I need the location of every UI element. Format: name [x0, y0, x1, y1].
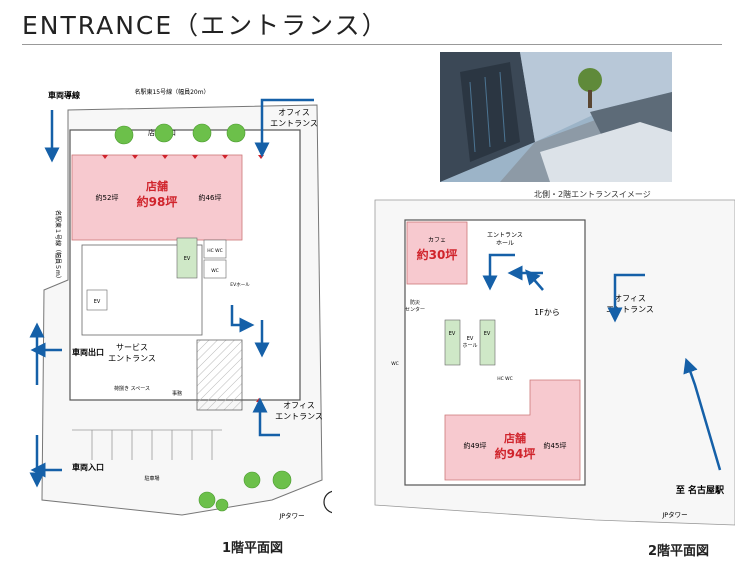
office-entrance-top-line2: エントランス — [270, 119, 318, 128]
tree-icon — [243, 471, 261, 489]
office-entrance-top-line1: オフィス — [278, 108, 310, 117]
floor2-security-line2: センター — [405, 306, 425, 313]
floor1-area-right: 約46坪 — [199, 193, 222, 202]
arrow-icon — [482, 253, 515, 291]
vehicle-exit-label: 車両出口 — [72, 347, 104, 357]
floor2-ev-left — [444, 319, 461, 366]
tree-icon — [226, 123, 246, 143]
floor1-store-area: 約98坪 — [137, 194, 178, 209]
floor2-caption: 2階平面図 — [648, 544, 710, 559]
entrance-rendering-image — [440, 52, 672, 182]
floor2-store-label: 店舗 — [504, 431, 526, 445]
tree-icon — [198, 491, 216, 509]
vehicle-entry-label: 車両入口 — [72, 462, 104, 472]
floor2-ev-label-2: EV — [484, 331, 491, 337]
floor2-hall-line1: エントランス — [487, 232, 523, 239]
floor2-evhall-line2: ホール — [462, 343, 477, 349]
floor1-store — [71, 154, 243, 241]
floor1-ramp — [196, 339, 243, 411]
floor2-evhall-line1: EV — [467, 336, 474, 342]
floor1-flow-arrows — [29, 98, 314, 488]
floor2-office-line2: エントランス — [606, 305, 654, 314]
office-entrance-bottom-line2: エントランス — [275, 412, 323, 421]
floor2-jptower: JPタワー — [661, 510, 687, 519]
floor1-ev-label-2: EV — [94, 299, 101, 305]
from-1f-label: 1Fから — [534, 308, 560, 317]
tree-row — [114, 123, 246, 145]
arrow-icon — [683, 357, 722, 471]
floor2-hall-line2: ホール — [496, 240, 514, 247]
tree-icon — [114, 125, 134, 145]
bottom-trees — [198, 470, 292, 512]
floor1-hcwc-label: HC WC — [207, 248, 223, 254]
floor2-store-area: 約94坪 — [495, 446, 536, 461]
floor1-small-ev — [86, 289, 108, 311]
floor1-jptower: JPタワー — [278, 511, 304, 520]
office-entrance-bottom-line1: オフィス — [283, 401, 315, 410]
arrow-icon — [230, 305, 255, 333]
tree-icon — [192, 123, 212, 143]
floor2-wc-label: WC — [391, 361, 399, 367]
floor1-store-label: 店舗 — [146, 179, 168, 193]
service-entrance-line1: サービス — [116, 343, 148, 352]
arrow-icon — [525, 269, 544, 291]
floor1-ev-label: EV — [184, 256, 191, 262]
floor1-area-left: 約52坪 — [96, 193, 119, 202]
to-station-label: 至 名古屋駅 — [676, 484, 725, 496]
floor2-store — [444, 379, 581, 481]
title-divider — [22, 44, 722, 45]
floor2-cafe-label: カフェ — [428, 237, 446, 244]
arrow-icon — [252, 397, 280, 437]
floor1-unload-label: 荷捌き スペース — [114, 385, 150, 392]
floor2-hcwc-label: HC WC — [497, 376, 513, 382]
vehicle-guide-label: 車両導線 — [48, 90, 80, 100]
floor2-cafe — [406, 221, 468, 285]
render-caption: 北側・2階エントランスイメージ — [534, 190, 651, 199]
floor1-parking-label: 駐車場 — [144, 475, 159, 482]
tree-icon — [215, 498, 229, 512]
floor2-area-left: 約49坪 — [464, 441, 487, 450]
tree-icon — [154, 123, 174, 143]
floor1-caption: 1階平面図 — [222, 541, 284, 556]
arrow-icon — [607, 273, 645, 323]
arrow-icon — [254, 98, 314, 158]
floor1-hall-label: EVホール — [230, 282, 250, 288]
floor1-wc-label: WC — [211, 268, 219, 274]
floor1-hcwc — [203, 239, 227, 259]
floor1-wc — [203, 259, 227, 279]
floor2-plan: カフェ 約30坪 エントランス ホール 防災 センター EV EV EV ホール… — [374, 199, 735, 526]
parking-stalls — [72, 429, 222, 460]
side-road-label: 名駅東１号線（幅員５m） — [54, 210, 62, 282]
page-title: ENTRANCE（エントランス） — [22, 11, 389, 40]
floor1-elevator — [176, 237, 198, 279]
floor2-ev-right — [479, 319, 496, 366]
tree-icon — [272, 470, 292, 490]
compass-icon — [323, 490, 332, 514]
top-road-label: 名駅東15号線（幅員20m） — [134, 88, 209, 96]
floor2-flow-arrows — [482, 253, 722, 471]
floor1-office-label: 事務 — [172, 390, 182, 397]
floor2-office-line1: オフィス — [614, 294, 646, 303]
floor2-area-right: 約45坪 — [544, 441, 567, 450]
floor2-ev-label: EV — [449, 331, 456, 337]
floor1-plan: 名駅東15号線（幅員20m） 名駅東１号線（幅員５m） 店舗 約98坪 約52坪… — [29, 88, 332, 520]
floor2-cafe-area: 約30坪 — [417, 247, 458, 262]
service-entrance-line2: エントランス — [108, 354, 156, 363]
floor2-security-line1: 防災 — [410, 299, 420, 306]
